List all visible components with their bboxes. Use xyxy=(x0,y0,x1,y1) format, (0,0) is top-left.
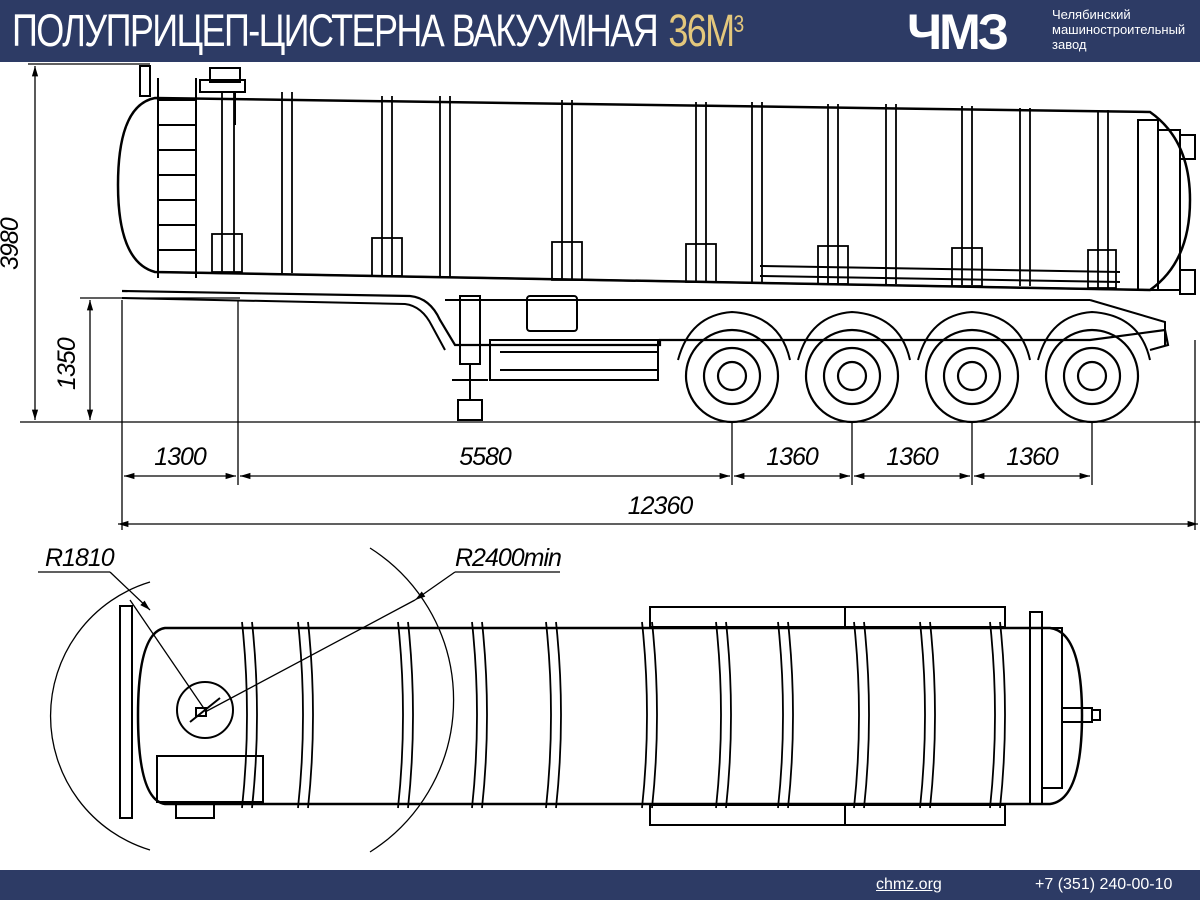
dim-axle-spacing-1: 1360 xyxy=(766,443,819,471)
landing-gear xyxy=(452,295,488,421)
dim-turn-radius: R2400min xyxy=(455,544,561,572)
side-dimensions xyxy=(20,63,1200,530)
wheels xyxy=(684,328,1140,424)
top-fenders xyxy=(649,606,1006,826)
title-text: ПОЛУПРИЦЕП-ЦИСТЕРНА ВАКУУМНАЯ xyxy=(12,5,659,56)
fenders xyxy=(677,310,1151,361)
volume-value: 36М xyxy=(668,5,735,56)
top-view xyxy=(119,605,1101,826)
top-toolbox xyxy=(156,755,264,803)
rear-door-top xyxy=(1029,611,1101,805)
ladder xyxy=(157,78,197,278)
tank-bottom-line xyxy=(154,271,1151,291)
arc-r2400 xyxy=(369,547,455,853)
toolbox xyxy=(526,295,578,332)
company-name-line1: Челябинский xyxy=(1052,7,1131,22)
volume-unit-sup: 3 xyxy=(733,11,745,38)
dim-total-height: 3980 xyxy=(0,217,24,270)
wheel-4 xyxy=(1044,328,1140,424)
side-underrun xyxy=(489,339,659,381)
arc-r1810 xyxy=(49,581,151,851)
dim-front-overhang: 1300 xyxy=(154,443,207,471)
company-name: Челябинский машиностроительный завод xyxy=(1052,7,1185,52)
dim-kingpin-to-axle: 5580 xyxy=(459,443,512,471)
chmz-logo: ЧМЗ xyxy=(907,7,1011,55)
dim-axle-spacing-2: 1360 xyxy=(886,443,939,471)
top-tank-body xyxy=(136,626,1084,806)
top-hatch xyxy=(139,65,246,125)
chassis-frame xyxy=(121,289,1170,352)
company-name-line2: машиностроительный xyxy=(1052,22,1186,37)
side-view xyxy=(116,65,1196,424)
logo-text: ЧМЗ xyxy=(907,7,1008,55)
company-name-line3: завод xyxy=(1052,37,1087,52)
dim-total-length: 12360 xyxy=(628,492,694,520)
website-link[interactable]: chmz.org xyxy=(876,876,942,893)
tank-brackets xyxy=(211,233,1117,289)
dim-front-radius: R1810 xyxy=(45,544,115,572)
top-bands xyxy=(241,621,1006,809)
footer-bar: chmz.org +7 (351) 240-00-10 xyxy=(0,870,1200,900)
wheel-2 xyxy=(804,328,900,424)
phone-number: +7 (351) 240-00-10 xyxy=(1035,876,1173,893)
side-rail xyxy=(759,265,1121,273)
tank-volume: 36М3 xyxy=(668,5,745,56)
tank-bands xyxy=(221,92,1109,288)
radius-annotations xyxy=(38,547,560,853)
dim-coupling-height: 1350 xyxy=(53,337,81,390)
wheel-3 xyxy=(924,328,1020,424)
dim-axle-spacing-3: 1360 xyxy=(1006,443,1059,471)
rear-equipment xyxy=(1137,119,1196,295)
front-plate xyxy=(119,605,133,819)
wheel-1 xyxy=(684,328,780,424)
